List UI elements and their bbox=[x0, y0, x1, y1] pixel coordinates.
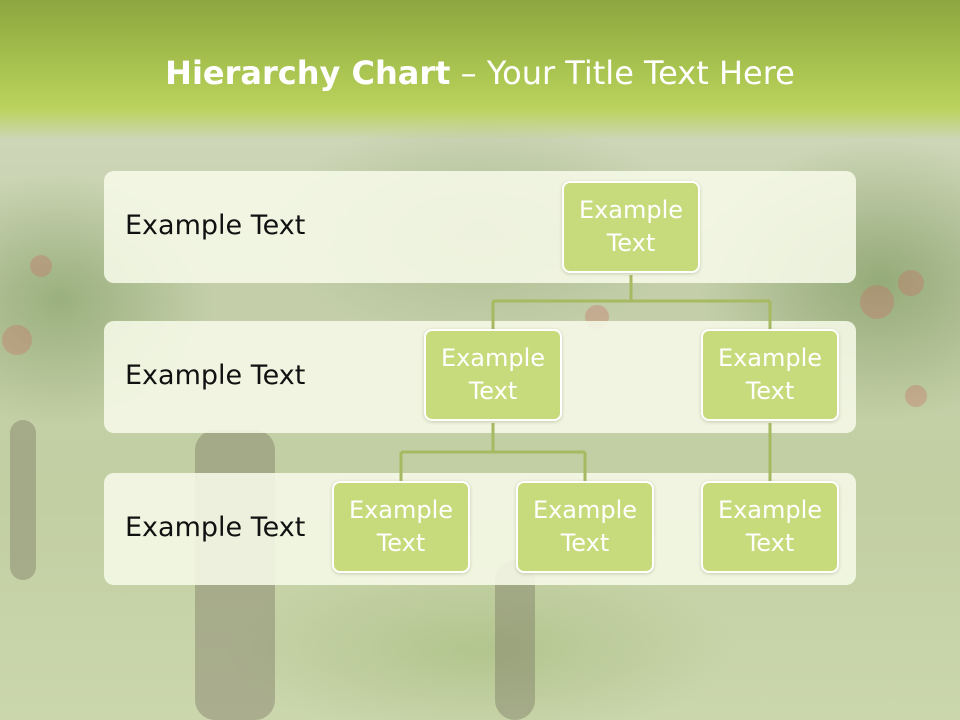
hierarchy-node-level3-3[interactable]: Example Text bbox=[701, 481, 839, 573]
node-text: Text bbox=[745, 529, 795, 557]
level-label-3: Example Text bbox=[125, 512, 306, 543]
apple bbox=[860, 285, 894, 319]
level-label-2: Example Text bbox=[125, 360, 306, 391]
node-text: Example bbox=[440, 344, 546, 372]
title-bar bbox=[0, 0, 960, 140]
node-text: Example bbox=[532, 496, 638, 524]
level-band-1 bbox=[104, 171, 856, 283]
hierarchy-node-level2-left[interactable]: Example Text bbox=[424, 329, 562, 421]
apple bbox=[898, 270, 924, 296]
node-text: Example bbox=[348, 496, 454, 524]
connector-left-children bbox=[399, 423, 587, 481]
title-rest: – Your Title Text Here bbox=[450, 54, 795, 92]
level-label-1: Example Text bbox=[125, 210, 306, 241]
connector-root-children bbox=[491, 275, 772, 329]
title-bold: Hierarchy Chart bbox=[165, 54, 451, 92]
tree-trunk bbox=[495, 560, 535, 720]
tree-trunk bbox=[10, 420, 36, 580]
hierarchy-node-level2-right[interactable]: Example Text bbox=[701, 329, 839, 421]
slide-title: Hierarchy Chart – Your Title Text Here bbox=[0, 54, 960, 92]
node-text: Text bbox=[606, 229, 656, 257]
apple bbox=[905, 385, 927, 407]
hierarchy-node-level3-2[interactable]: Example Text bbox=[516, 481, 654, 573]
node-text: Text bbox=[745, 377, 795, 405]
node-text: Text bbox=[560, 529, 610, 557]
node-text: Text bbox=[376, 529, 426, 557]
hierarchy-node-level3-1[interactable]: Example Text bbox=[332, 481, 470, 573]
node-text: Example bbox=[717, 344, 823, 372]
node-text: Text bbox=[468, 377, 518, 405]
node-text: Example bbox=[578, 196, 684, 224]
node-text: Example bbox=[717, 496, 823, 524]
apple bbox=[30, 255, 52, 277]
hierarchy-node-root[interactable]: Example Text bbox=[562, 181, 700, 273]
apple bbox=[2, 325, 32, 355]
